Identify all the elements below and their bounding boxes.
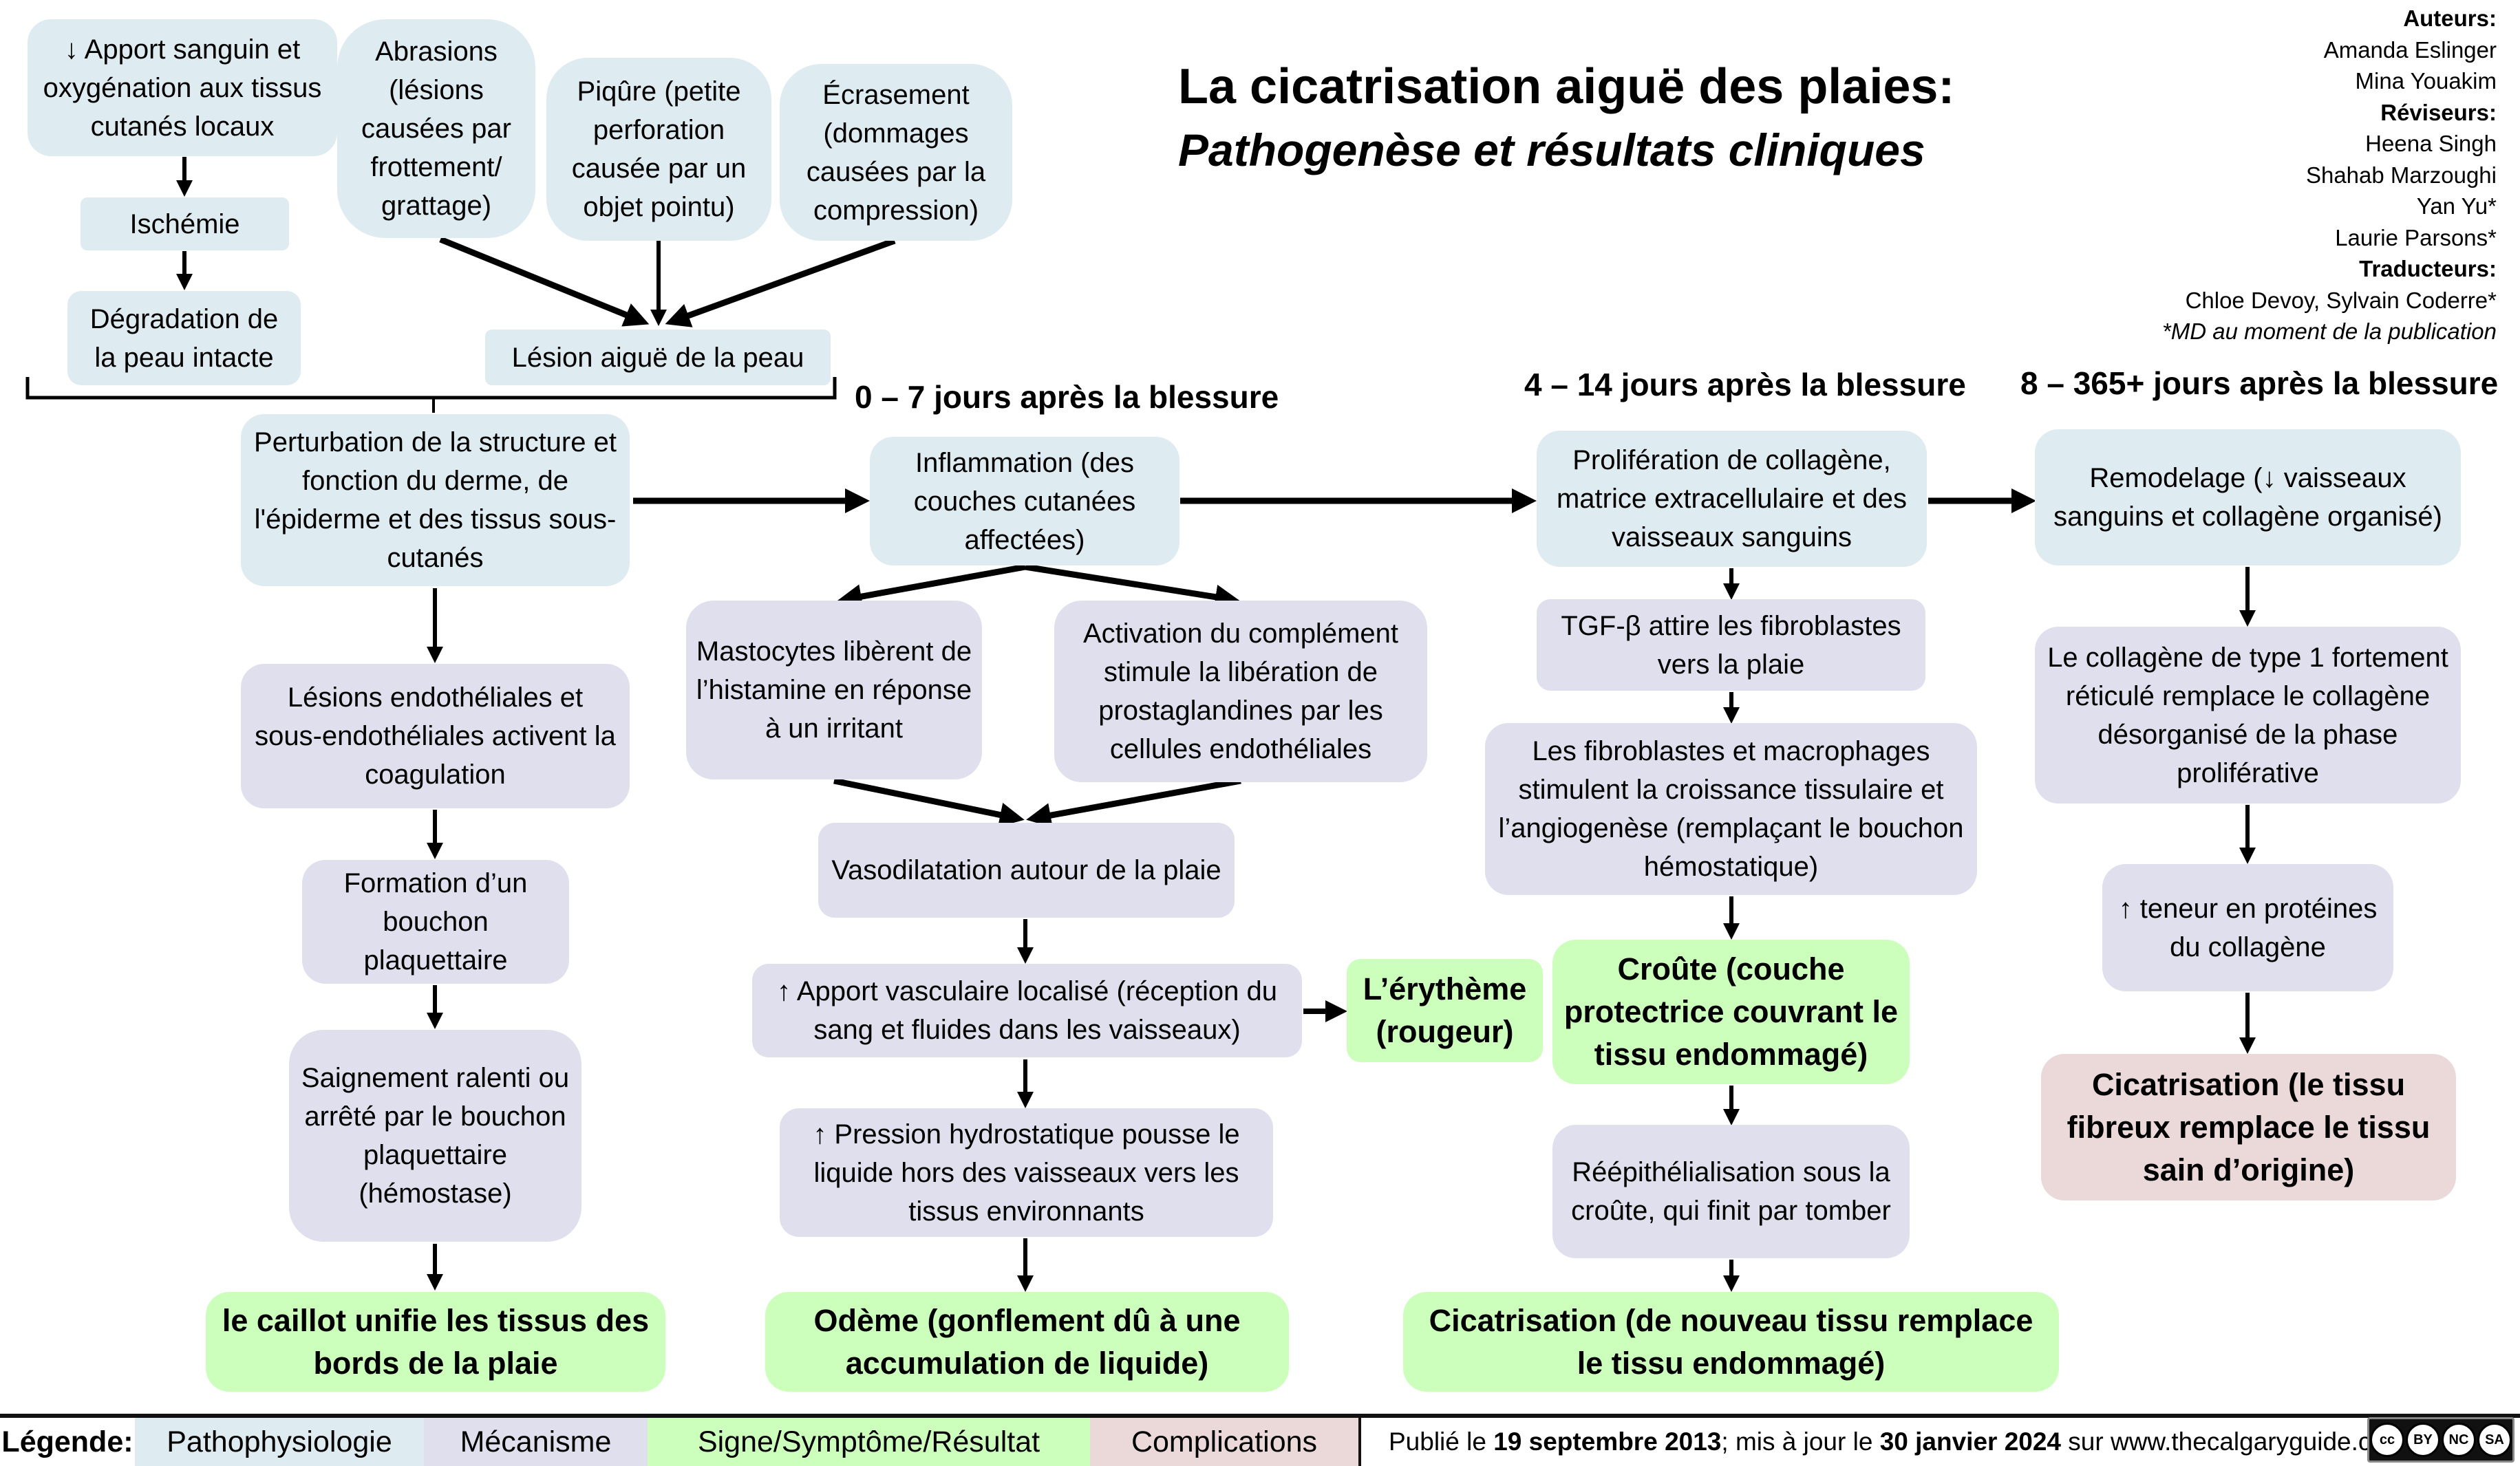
author-name: Mina Youakim <box>2355 68 2497 94</box>
node-lesion-aigue: Lésion aiguë de la peau <box>485 330 831 385</box>
node-teneur: ↑ teneur en protéines du collagène <box>2102 864 2393 991</box>
sa-icon: SA <box>2477 1423 2512 1457</box>
published-prefix: Publié le <box>1389 1427 1486 1456</box>
node-cicatrisation-nouveau: Cicatrisation (de nouveau tissu remplace… <box>1403 1292 2059 1392</box>
title-main: La cicatrisation aiguë des plaies: <box>1178 59 1955 114</box>
node-erytheme: L’érythème (rougeur) <box>1347 959 1543 1062</box>
node-tgf: TGF-β attire les fibroblastes vers la pl… <box>1537 599 1925 691</box>
node-proliferation: Prolifération de collagène, matrice extr… <box>1537 431 1927 567</box>
nc-icon: NC <box>2442 1423 2476 1457</box>
arrow <box>833 777 1025 828</box>
node-croute: Croûte (couche protectrice couvrant le t… <box>1552 940 1910 1084</box>
phase-heading-remodeling: 8 – 365+ jours après la blessure <box>2020 365 2499 401</box>
translators-label: Traducteurs: <box>2359 256 2497 281</box>
legend-item-pathophysiologie: Pathophysiologie <box>135 1418 424 1466</box>
reviewer-name: Yan Yu* <box>2416 193 2497 219</box>
credits: Auteurs: Amanda Eslinger Mina Youakim Ré… <box>2162 3 2497 347</box>
node-activation-complement: Activation du complément stimule la libé… <box>1054 601 1427 782</box>
published-date: 19 septembre 2013 <box>1493 1427 1722 1456</box>
node-fibroblastes: Les fibroblastes et macrophages stimulen… <box>1485 723 1977 895</box>
node-inflammation: Inflammation (des couches cutanées affec… <box>870 437 1179 565</box>
cc-icon: cc <box>2370 1423 2404 1457</box>
phase-heading-proliferative: 4 – 14 jours après la blessure <box>1524 367 1966 402</box>
node-cicatrisation-fibreux: Cicatrisation (le tissu fibreux remplace… <box>2041 1054 2456 1200</box>
arrow <box>665 237 896 327</box>
publication-info: Publié le 19 septembre 2013 ; mis à jour… <box>1358 1418 2520 1466</box>
legend-item-mecanisme: Mécanisme <box>424 1418 648 1466</box>
by-icon: BY <box>2406 1423 2440 1457</box>
node-caillot: le caillot unifie les tissus des bords d… <box>206 1292 665 1392</box>
arrow <box>1026 777 1241 828</box>
node-piqure: Piqûre (petite perforation causée par un… <box>546 58 771 241</box>
node-ischemie: Ischémie <box>81 197 289 250</box>
arrow <box>1025 563 1240 610</box>
site-link[interactable]: www.thecalgaryguide.com <box>2110 1427 2406 1456</box>
author-name: Amanda Eslinger <box>2323 36 2497 63</box>
updated-date: 30 janvier 2024 <box>1879 1427 2062 1456</box>
phase-heading-inflammatory: 0 – 7 jours après la blessure <box>855 379 1279 415</box>
title-subtitle: Pathogenèse et résultats cliniques <box>1178 125 1925 175</box>
node-lesions-endotheliales: Lésions endothéliales et sous-endothélia… <box>241 664 630 808</box>
node-formation-bouchon: Formation d’un bouchon plaquettaire <box>302 860 569 984</box>
credits-note: *MD au moment de la publication <box>2161 319 2497 344</box>
page-title: La cicatrisation aiguë des plaies: Patho… <box>1178 55 1954 182</box>
updated-prefix: ; mis à jour le <box>1721 1427 1873 1456</box>
node-perturbation: Perturbation de la structure et fonction… <box>241 414 630 586</box>
translators-names: Chloe Devoy, Sylvain Coderre* <box>2185 287 2497 313</box>
legend-item-signe: Signe/Symptôme/Résultat <box>648 1418 1090 1466</box>
node-reepithelialisation: Réépithélialisation sous la croûte, qui … <box>1552 1125 1910 1258</box>
node-pression: ↑ Pression hydrostatique pousse le liqui… <box>780 1108 1273 1237</box>
legend-item-complications: Complications <box>1090 1418 1358 1466</box>
node-odeme: Odème (gonflement dû à une accumulation … <box>765 1292 1289 1392</box>
node-mastocytes: Mastocytes libèrent de l’histamine en ré… <box>686 601 982 779</box>
node-degradation: Dégradation de la peau intacte <box>67 291 301 385</box>
reviewer-name: Laurie Parsons* <box>2335 224 2497 250</box>
node-remodelage: Remodelage (↓ vaisseaux sanguins et coll… <box>2035 429 2461 565</box>
arrow <box>837 563 1026 609</box>
node-collagene-type1: Le collagène de type 1 fortement réticul… <box>2035 627 2461 804</box>
reviewer-name: Shahab Marzoughi <box>2305 162 2497 188</box>
legend-label: Légende: <box>1 1425 134 1458</box>
node-apport-vasculaire: ↑ Apport vasculaire localisé (réception … <box>752 964 1302 1057</box>
node-saignement: Saignement ralenti ou arrêté par le bouc… <box>289 1030 581 1242</box>
node-ecrasement: Écrasement (dommages causées par la comp… <box>780 64 1012 241</box>
legend-bar: Légende: Pathophysiologie Mécanisme Sign… <box>0 1414 2520 1466</box>
node-abrasions: Abrasions (lésions causées par frottemen… <box>337 19 535 238</box>
site-prefix: sur <box>2068 1427 2104 1456</box>
node-vasodilatation: Vasodilatation autour de la plaie <box>818 823 1235 918</box>
reviewer-name: Heena Singh <box>2365 131 2497 156</box>
node-apport-sanguin: ↓ Apport sanguin et oxygénation aux tiss… <box>28 19 337 156</box>
arrow <box>439 236 650 327</box>
creative-commons-icon: cc BY NC SA <box>2367 1417 2514 1463</box>
reviewers-label: Réviseurs: <box>2380 99 2497 125</box>
authors-label: Auteurs: <box>2403 6 2497 31</box>
